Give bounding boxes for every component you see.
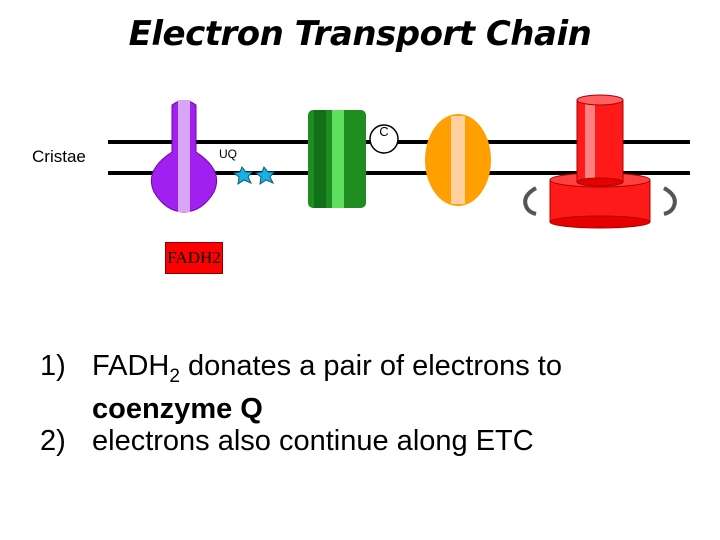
atp-synthase — [549, 94, 651, 229]
uq-label: UQ — [219, 147, 237, 161]
cristae-label: Cristae — [32, 147, 86, 166]
cytochrome-c — [369, 124, 399, 154]
step-text: electrons also continue along ETC — [92, 424, 534, 457]
complex-3 — [308, 110, 366, 208]
rotation-arrow-left-icon — [523, 186, 538, 216]
step-item: 2) electrons also continue along ETC — [40, 425, 692, 457]
etc-diagram — [108, 94, 690, 229]
electron-icon-1 — [232, 166, 254, 186]
step-text: donates a pair of electrons to — [179, 350, 562, 382]
complex-1 — [150, 100, 218, 213]
step-text: FADH — [92, 350, 170, 382]
fadh2-box: FADH2 — [165, 242, 223, 274]
rotation-arrow-right-icon — [662, 186, 677, 216]
step-number: 1) — [40, 350, 66, 382]
slide-title: Electron Transport Chain — [128, 14, 592, 54]
complex-4 — [425, 114, 491, 206]
step-bold-text: coenzyme Q — [92, 392, 263, 425]
electron-icon-2 — [254, 166, 276, 186]
step-number: 2) — [40, 424, 66, 457]
step-subscript: 2 — [169, 365, 180, 387]
steps-list: 1) FADH2 donates a pair of electrons to … — [40, 350, 692, 457]
cytochrome-c-label: C — [379, 124, 389, 139]
step-item: 1) FADH2 donates a pair of electrons to … — [40, 350, 692, 425]
